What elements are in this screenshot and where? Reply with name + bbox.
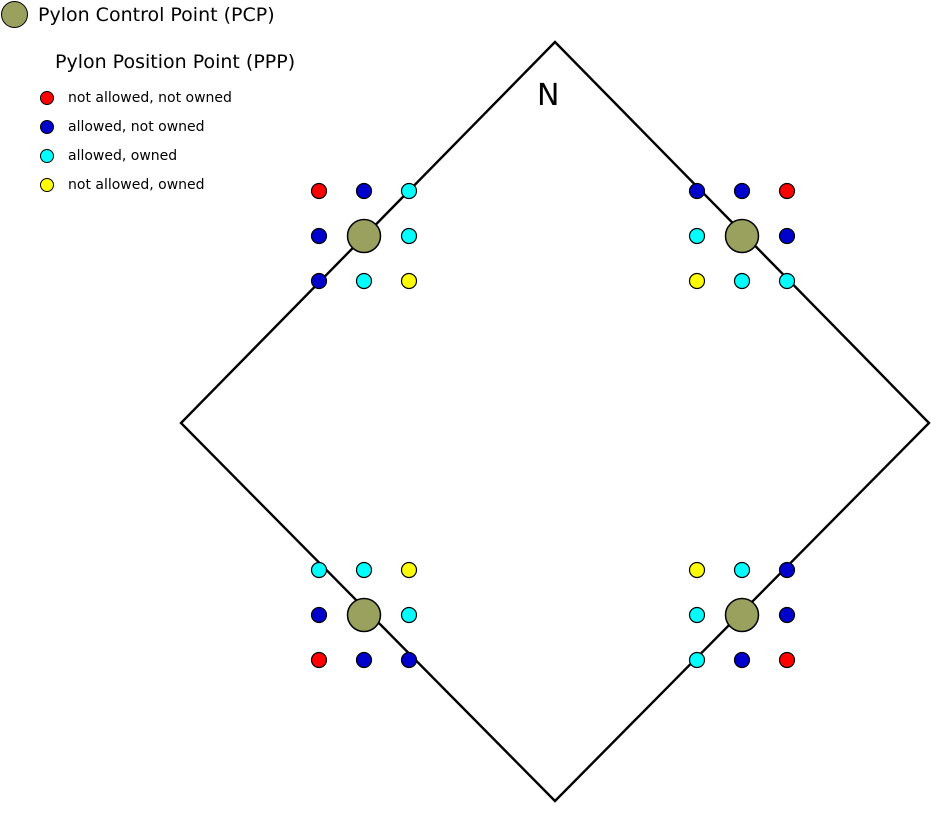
ppp-south-east-r0c0-yellow [688, 561, 706, 579]
ppp-south-east-r1c0-cyan [688, 606, 706, 624]
pcp-legend-label: Pylon Control Point (PCP) [38, 3, 275, 26]
ppp-north-west-r0c0-red [310, 182, 328, 200]
ppp-north-east-r0c1-blue [733, 182, 751, 200]
pcp-north-east [724, 218, 760, 254]
legend-item-label: not allowed, not owned [68, 89, 232, 106]
ppp-south-east-r1c2-blue [778, 606, 796, 624]
ppp-south-east-r0c2-blue [778, 561, 796, 579]
pcp-north-west [346, 218, 382, 254]
ppp-south-east-r2c2-red [778, 651, 796, 669]
pcp-south-west [346, 597, 382, 633]
ppp-north-west-r2c0-blue [310, 272, 328, 290]
ppp-south-east-r2c1-blue [733, 651, 751, 669]
legend-item-allowed-owned: allowed, owned [40, 141, 232, 170]
ppp-north-east-r1c0-cyan [688, 227, 706, 245]
ppp-north-east-r0c0-blue [688, 182, 706, 200]
ppp-south-west-r2c0-red [310, 651, 328, 669]
ppp-north-east-r2c1-cyan [733, 272, 751, 290]
ppp-south-west-r1c0-blue [310, 606, 328, 624]
ppp-legend-title: Pylon Position Point (PPP) [55, 51, 296, 73]
legend-dot-icon [40, 119, 54, 134]
pcp-circle-icon [1, 1, 28, 28]
ppp-south-east-r2c0-cyan [688, 651, 706, 669]
legend-item-not-allowed-not-owned: not allowed, not owned [40, 83, 232, 112]
legend-item-not-allowed-owned: not allowed, owned [40, 170, 232, 199]
ppp-north-west-r1c2-cyan [400, 227, 418, 245]
ppp-north-east-r1c2-blue [778, 227, 796, 245]
pcp-south-east [724, 597, 760, 633]
ppp-north-east-r0c2-red [778, 182, 796, 200]
ppp-south-west-r0c2-yellow [400, 561, 418, 579]
pcp-legend-row: Pylon Control Point (PCP) [1, 1, 275, 28]
ppp-south-west-r0c1-cyan [355, 561, 373, 579]
legend-item-label: not allowed, owned [68, 176, 205, 193]
ppp-north-west-r2c1-cyan [355, 272, 373, 290]
ppp-south-west-r2c1-blue [355, 651, 373, 669]
legend-item-label: allowed, not owned [68, 118, 205, 135]
ppp-north-west-r0c2-cyan [400, 182, 418, 200]
north-label: N [537, 78, 559, 113]
ppp-south-west-r1c2-cyan [400, 606, 418, 624]
ppp-south-west-r0c0-cyan [310, 561, 328, 579]
legend-dot-icon [40, 177, 54, 192]
ppp-north-west-r2c2-yellow [400, 272, 418, 290]
ppp-south-east-r0c1-cyan [733, 561, 751, 579]
ppp-north-east-r2c2-cyan [778, 272, 796, 290]
ppp-legend-items: not allowed, not owned allowed, not owned… [40, 83, 232, 199]
ppp-north-east-r2c0-yellow [688, 272, 706, 290]
ppp-north-west-r0c1-blue [355, 182, 373, 200]
legend-item-allowed-not-owned: allowed, not owned [40, 112, 232, 141]
ppp-north-west-r1c0-blue [310, 227, 328, 245]
ppp-south-west-r2c2-blue [400, 651, 418, 669]
legend-dot-icon [40, 90, 54, 105]
legend-item-label: allowed, owned [68, 147, 178, 164]
diamond-boundary [179, 40, 931, 803]
legend-dot-icon [40, 148, 54, 163]
